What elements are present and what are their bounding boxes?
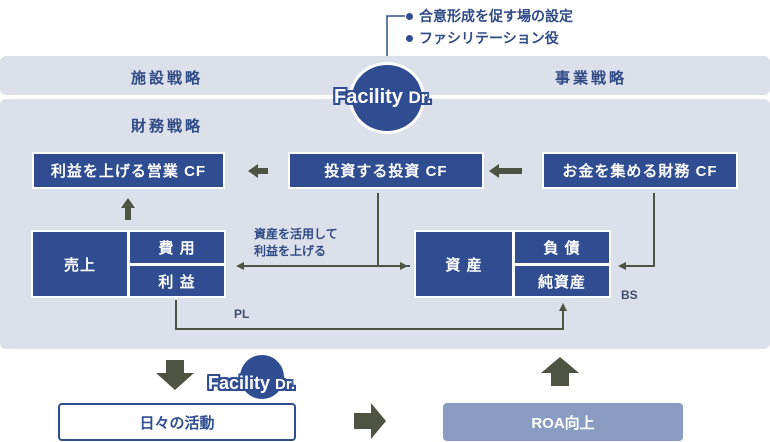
bullet-text: 合意形成を促す場の設定	[419, 8, 573, 24]
bs-label: BS	[621, 288, 638, 302]
finance-panel	[0, 99, 770, 349]
logo-badge-top	[349, 62, 425, 134]
callout-line	[386, 15, 405, 70]
bullet-item-1: 合意形成を促す場の設定	[406, 6, 573, 26]
finance-to-assets-line	[618, 193, 655, 270]
logo-text-top: Facility Dr.	[334, 86, 431, 109]
bullet-text: ファシリテーション役	[419, 30, 559, 46]
down-arrow-head	[156, 373, 194, 390]
operating-cf-box: 利益を上げる営業 CF	[32, 152, 225, 189]
use-assets-note: 資産を活用して 利益を上げる	[254, 226, 338, 260]
bullet-dot-icon	[406, 12, 413, 20]
right-arrow-head	[371, 403, 386, 439]
use-assets-note-line-2: 利益を上げる	[254, 244, 327, 258]
logo-suffix: Dr.	[275, 376, 296, 393]
roa-improvement-box: ROA向上	[443, 403, 683, 441]
expense-box: 費 用	[128, 230, 226, 265]
assets-box: 資 産	[414, 230, 514, 298]
financing-cf-box: お金を集める財務 CF	[542, 152, 738, 189]
use-assets-note-line-1: 資産を活用して	[254, 227, 338, 241]
sales-to-cf-head	[121, 198, 135, 208]
net-assets-box: 純資産	[513, 264, 611, 298]
logo-name: Facility	[208, 373, 271, 393]
bullet-item-2: ファシリテーション役	[406, 28, 559, 48]
sales-box: 売上	[31, 230, 129, 298]
finance-strategy-label: 財務戦略	[131, 118, 204, 135]
logo-text-bottom: Facility Dr.	[208, 373, 295, 394]
facility-strategy-label: 施設戦略	[131, 70, 204, 87]
invest-to-assets-line	[377, 193, 408, 270]
invest-to-sales-head	[248, 164, 258, 178]
right-arrow-shaft	[354, 413, 372, 429]
finance-to-invest-head	[489, 164, 499, 178]
business-strategy-label: 事業戦略	[555, 70, 628, 87]
up-arrow-head	[541, 357, 579, 373]
pl-label: PL	[234, 307, 250, 321]
down-arrow-shaft	[166, 360, 184, 374]
logo-name: Facility	[334, 86, 403, 108]
profit-box: 利 益	[128, 264, 226, 298]
logo-suffix: Dr.	[408, 88, 432, 107]
pl-line	[175, 300, 567, 330]
liabilities-box: 負 債	[513, 230, 611, 265]
investing-cf-box: 投資する投資 CF	[288, 152, 484, 189]
daily-activities-box: 日々の活動	[58, 403, 296, 441]
up-arrow-shaft	[551, 372, 569, 386]
bullet-dot-icon	[406, 34, 413, 42]
logo-badge-bottom	[240, 355, 284, 399]
